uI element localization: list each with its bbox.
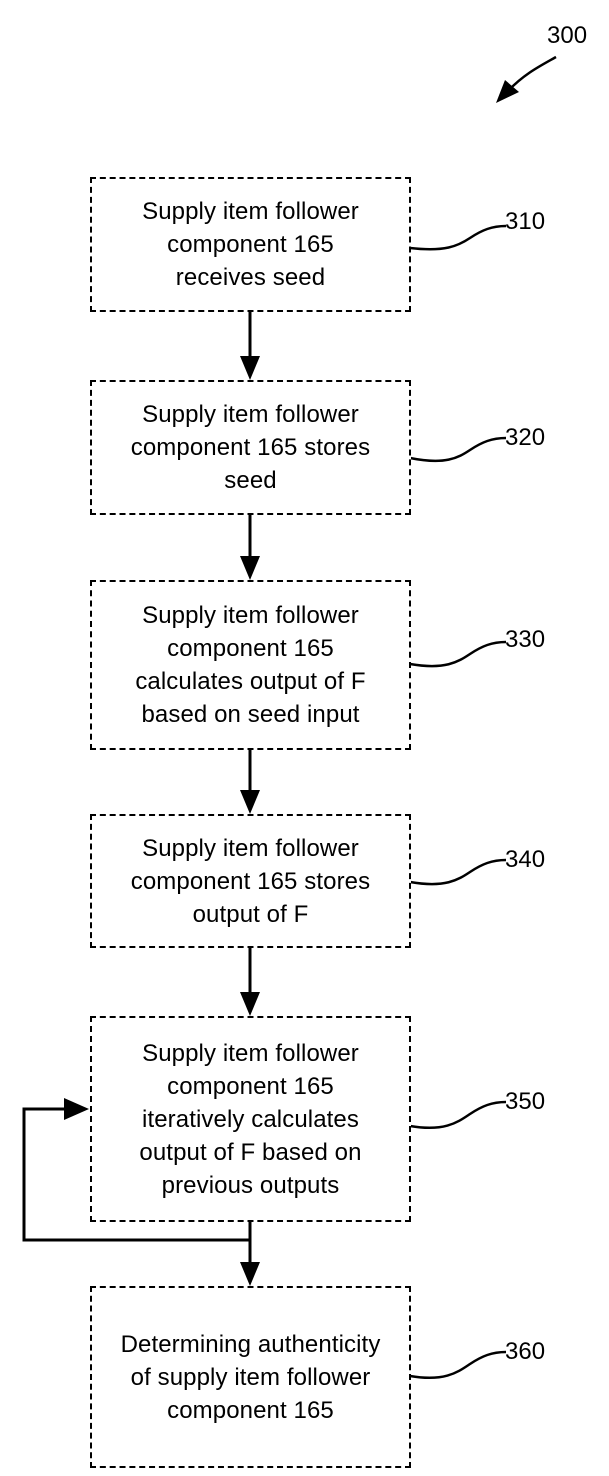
step-350-line-4: output of F based on (139, 1136, 361, 1169)
step-350-line-3: iteratively calculates (142, 1103, 359, 1136)
step-box-350: Supply item follower component 165 itera… (90, 1016, 411, 1222)
step-350-line-1: Supply item follower (142, 1037, 359, 1070)
step-330-line-3: calculates output of F (135, 665, 365, 698)
step-box-320: Supply item follower component 165 store… (90, 380, 411, 515)
step-box-330: Supply item follower component 165 calcu… (90, 580, 411, 750)
flow-arrow-320-330 (240, 515, 260, 580)
step-340-line-3: output of F (193, 898, 309, 931)
leader-330 (410, 642, 506, 666)
step-330-line-4: based on seed input (141, 698, 359, 731)
step-box-340: Supply item follower component 165 store… (90, 814, 411, 948)
step-310-line-1: Supply item follower (142, 195, 359, 228)
step-360-line-3: component 165 (167, 1394, 334, 1427)
step-350-line-2: component 165 (167, 1070, 334, 1103)
step-360-line-2: of supply item follower (131, 1361, 371, 1394)
step-ref-340: 340 (505, 846, 545, 874)
step-ref-310: 310 (505, 208, 545, 236)
leader-320 (410, 438, 506, 461)
leader-360 (410, 1352, 506, 1378)
step-320-line-3: seed (224, 464, 276, 497)
step-320-line-1: Supply item follower (142, 398, 359, 431)
step-330-line-1: Supply item follower (142, 599, 359, 632)
leader-350 (410, 1102, 506, 1128)
step-320-line-2: component 165 stores (131, 431, 370, 464)
step-ref-330: 330 (505, 626, 545, 654)
flow-arrow-340-350 (240, 948, 260, 1016)
step-340-line-2: component 165 stores (131, 865, 370, 898)
step-330-line-2: component 165 (167, 632, 334, 665)
flow-arrow-350-360 (240, 1222, 260, 1286)
step-ref-360: 360 (505, 1338, 545, 1366)
step-ref-350: 350 (505, 1088, 545, 1116)
flow-arrow-310-320 (240, 312, 260, 380)
step-340-line-1: Supply item follower (142, 832, 359, 865)
step-310-line-3: receives seed (176, 261, 325, 294)
step-ref-320: 320 (505, 424, 545, 452)
figure-ref-label: 300 (547, 22, 587, 50)
step-box-360: Determining authenticity of supply item … (90, 1286, 411, 1468)
step-360-line-1: Determining authenticity (121, 1328, 381, 1361)
step-350-line-5: previous outputs (162, 1169, 340, 1202)
step-310-line-2: component 165 (167, 228, 334, 261)
flow-arrow-330-340 (240, 750, 260, 814)
step-box-310: Supply item follower component 165 recei… (90, 177, 411, 312)
figure-ref-leader (508, 57, 556, 91)
leader-340 (410, 860, 506, 884)
leader-310 (410, 226, 506, 249)
